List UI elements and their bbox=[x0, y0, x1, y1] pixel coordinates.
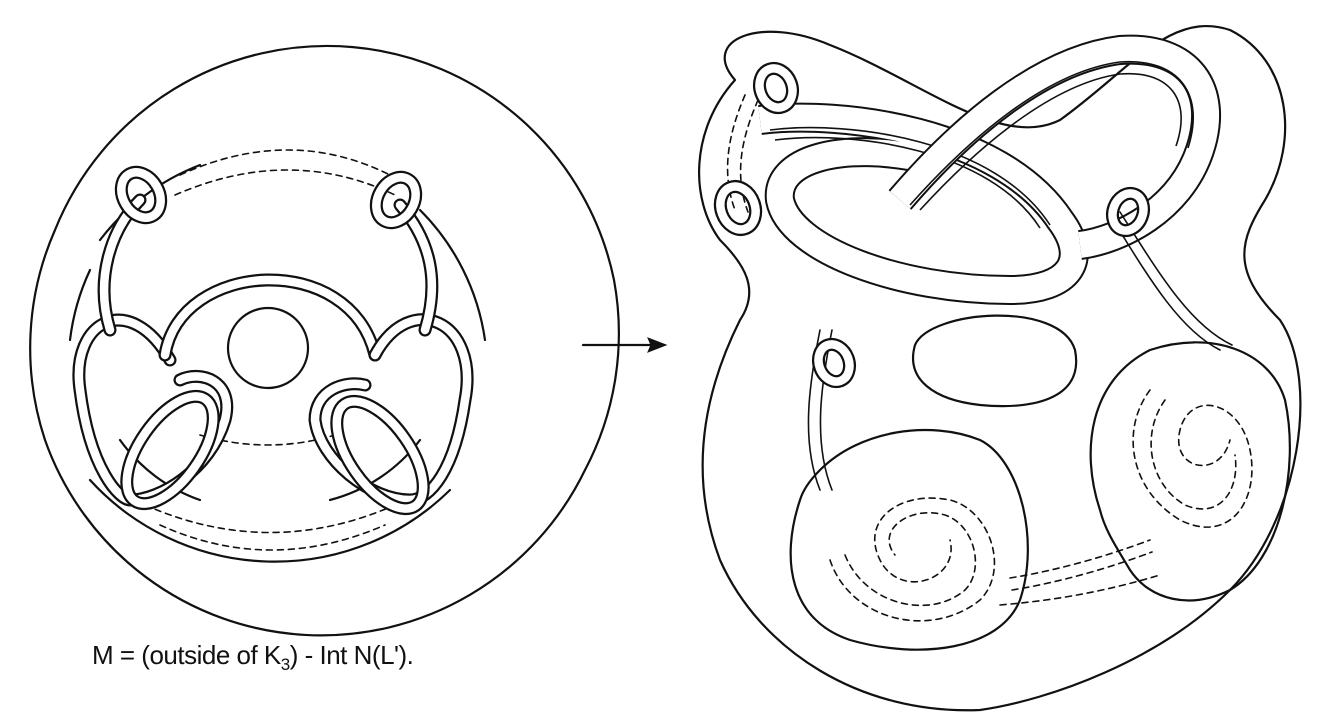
left-dashed-strand-2 bbox=[739, 99, 759, 213]
left-dashed-strand-1 bbox=[726, 94, 746, 211]
knot-dashed-left-2 bbox=[844, 512, 977, 607]
connector-dashed-2 bbox=[1011, 551, 1153, 591]
lower-inner-arc-left bbox=[118, 438, 202, 502]
right-panel-diagram bbox=[698, 24, 1302, 712]
main-tube-upper-arc bbox=[158, 273, 382, 362]
knot-dashed-left-1 bbox=[829, 497, 996, 622]
figure-caption: M = (outside of K3) - Int N(L'). bbox=[92, 640, 414, 674]
transform-arrow bbox=[581, 337, 668, 353]
knot-dashed-right-1 bbox=[1132, 389, 1253, 528]
inner-hole bbox=[912, 314, 1078, 408]
inner-annulus-outer-arc bbox=[98, 163, 202, 242]
top-dashed-arc-1 bbox=[179, 149, 391, 176]
caption-suffix: ) - Int N(L'). bbox=[289, 640, 414, 670]
inner-annulus-left-arc bbox=[68, 268, 92, 342]
connector-dashed-1 bbox=[1009, 539, 1151, 579]
central-hole bbox=[226, 306, 310, 390]
top-dashed-arc-2 bbox=[174, 169, 396, 196]
knot-dashed-right-2 bbox=[1150, 399, 1237, 510]
outer-circle bbox=[29, 44, 620, 637]
inner-annulus-right-arc bbox=[418, 208, 487, 342]
left-panel-diagram bbox=[29, 44, 620, 637]
knotted-bulb-right bbox=[1089, 341, 1291, 602]
bottom-dashed-arc-1 bbox=[144, 504, 396, 534]
strand-right-1 bbox=[1109, 214, 1221, 351]
knotted-bulb-left bbox=[789, 428, 1029, 651]
caption-prefix: M = (outside of K bbox=[92, 640, 281, 670]
caption-subscript: 3 bbox=[280, 655, 290, 674]
connector-dashed-3 bbox=[999, 574, 1161, 606]
bottom-dashed-arc-2 bbox=[159, 524, 386, 551]
trefoil-outer-boundary bbox=[698, 24, 1302, 712]
lower-outer-arc bbox=[88, 478, 452, 563]
